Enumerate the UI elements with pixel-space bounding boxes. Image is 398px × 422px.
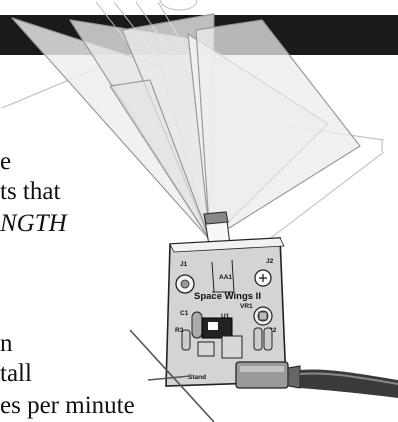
body-text-line-1: e	[0, 148, 12, 175]
body-text-line-2: ts that	[0, 178, 61, 205]
circuit-board: J1 AA1 J2 VR1 C1 U1 R3 R2 Stand Space Wi…	[165, 237, 287, 387]
board-label-j2: J2	[266, 258, 274, 265]
battery-clip-and-wire	[235, 361, 398, 398]
body-text-line-3: NGTH	[0, 210, 67, 237]
board-label-vr1: VR1	[240, 303, 253, 310]
board-label-u1: U1	[221, 313, 230, 320]
body-text-line-6: es per minute	[0, 392, 135, 419]
board-title: Space Wings II	[194, 291, 261, 302]
board-label-aa1: AA1	[219, 274, 232, 281]
antenna-wires	[129, 329, 215, 422]
wing-sweep-fans	[11, 13, 361, 241]
board-label-c1: C1	[180, 310, 189, 317]
body-text-line-5: tall	[0, 360, 32, 387]
board-label-r3: R3	[175, 327, 184, 334]
board-label-stand: Stand	[188, 374, 206, 381]
body-text-line-4: n	[0, 330, 13, 357]
board-label-j1: J1	[180, 261, 188, 268]
